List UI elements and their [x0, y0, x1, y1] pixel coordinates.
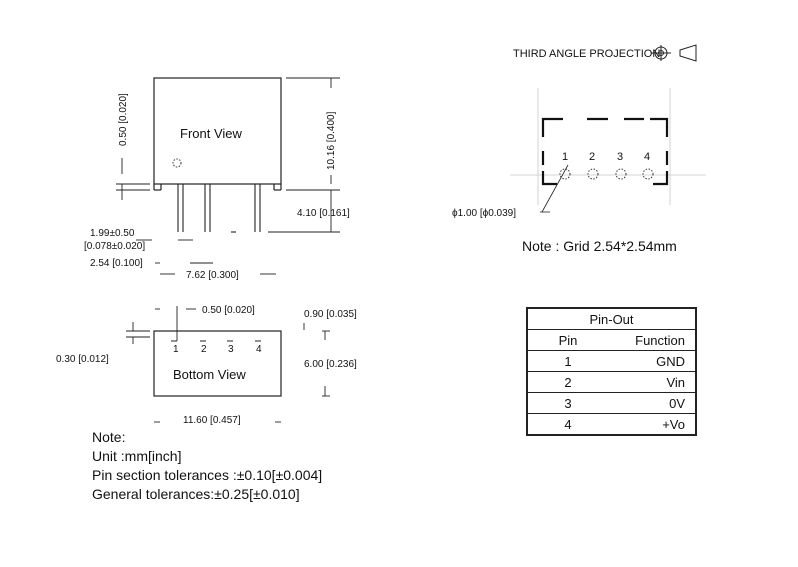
pinout-row: 4 +Vo: [527, 413, 696, 436]
bottom-pin-label: 1: [173, 344, 179, 355]
pinout-function: Vin: [608, 371, 696, 393]
hole-dimension: ϕ1.00 [ϕ0.039]: [452, 208, 516, 219]
dim-6-00: 6.00 [0.236]: [304, 359, 357, 370]
bottom-pin-label: 4: [256, 344, 262, 355]
pinout-table: Pin-Out Pin Function 1 GND 2 Vin 3 0V 4 …: [526, 307, 697, 436]
pinout-header-function: Function: [635, 332, 685, 348]
notes-heading: Note:: [92, 429, 126, 445]
front-bottom-dimensions: [136, 239, 276, 275]
front-view-pins: [177, 184, 261, 233]
notes-general-tolerance: General tolerances:±0.25[±0.010]: [92, 486, 300, 502]
front-right-dimension: [268, 77, 340, 233]
dim-1-99-inch: [0.078±0.020]: [84, 241, 145, 252]
third-angle-projection-icon: [651, 44, 697, 62]
pinout-pin: 3: [527, 392, 608, 414]
footprint-pin-label: 1: [562, 151, 568, 163]
footprint-outline: [541, 117, 669, 186]
dim-0-90: 0.90 [0.035]: [304, 309, 357, 320]
front-left-dimension: [116, 158, 150, 200]
bottom-pin-label: 2: [201, 344, 207, 355]
pinout-header-pin: Pin: [558, 332, 578, 348]
pin1-marker: [172, 158, 182, 168]
hole-leader-line: [541, 164, 569, 213]
pinout-function: +Vo: [608, 413, 696, 436]
dim-1-99: 1.99±0.50: [90, 228, 135, 239]
dim-2-54: 2.54 [0.100]: [90, 258, 143, 269]
notes-pin-tolerance: Pin section tolerances :±0.10[±0.004]: [92, 467, 323, 483]
pinout-function: GND: [608, 350, 696, 372]
footprint-pin-label: 3: [617, 151, 623, 163]
pinout-pin: 4: [527, 413, 608, 436]
pinout-function: 0V: [608, 392, 696, 414]
dim-0-30: 0.30 [0.012]: [56, 354, 109, 365]
projection-label: THIRD ANGLE PROJECTION: [513, 48, 660, 60]
footprint-grid: [510, 88, 706, 205]
dim-10-16: 10.16 [0.400]: [326, 111, 337, 170]
pinout-pin: 1: [527, 350, 608, 372]
dim-4-10: 4.10 [0.161]: [297, 208, 350, 219]
footprint-pin-label: 2: [589, 151, 595, 163]
front-view-label: Front View: [180, 126, 243, 141]
footprint-holes: [559, 168, 654, 180]
notes-unit: Unit :mm[inch]: [92, 448, 182, 464]
dim-0-50: 0.50 [0.020]: [118, 93, 129, 146]
dim-0-50-bottom: 0.50 [0.020]: [202, 305, 255, 316]
grid-note: Note : Grid 2.54*2.54mm: [522, 238, 677, 254]
dim-11-60: 11.60 [0.457]: [183, 415, 241, 426]
footprint-pin-label: 4: [644, 151, 650, 163]
pinout-row: 3 0V: [527, 392, 696, 414]
bottom-view-pins: 1 2 3 4: [173, 344, 262, 355]
bottom-view-label: Bottom View: [173, 367, 246, 382]
footprint-pin-labels: 1 2 3 4: [562, 151, 650, 163]
pinout-title: Pin-Out: [526, 307, 697, 330]
bottom-view-dimensions: [126, 306, 330, 423]
bottom-view-body: [153, 330, 282, 397]
pinout-row: 1 GND: [527, 350, 696, 372]
bottom-pin-label: 3: [228, 344, 234, 355]
pinout-row: 2 Vin: [527, 371, 696, 393]
pinout-pin: 2: [527, 371, 608, 393]
dim-7-62: 7.62 [0.300]: [186, 270, 239, 281]
front-view: [153, 77, 282, 191]
